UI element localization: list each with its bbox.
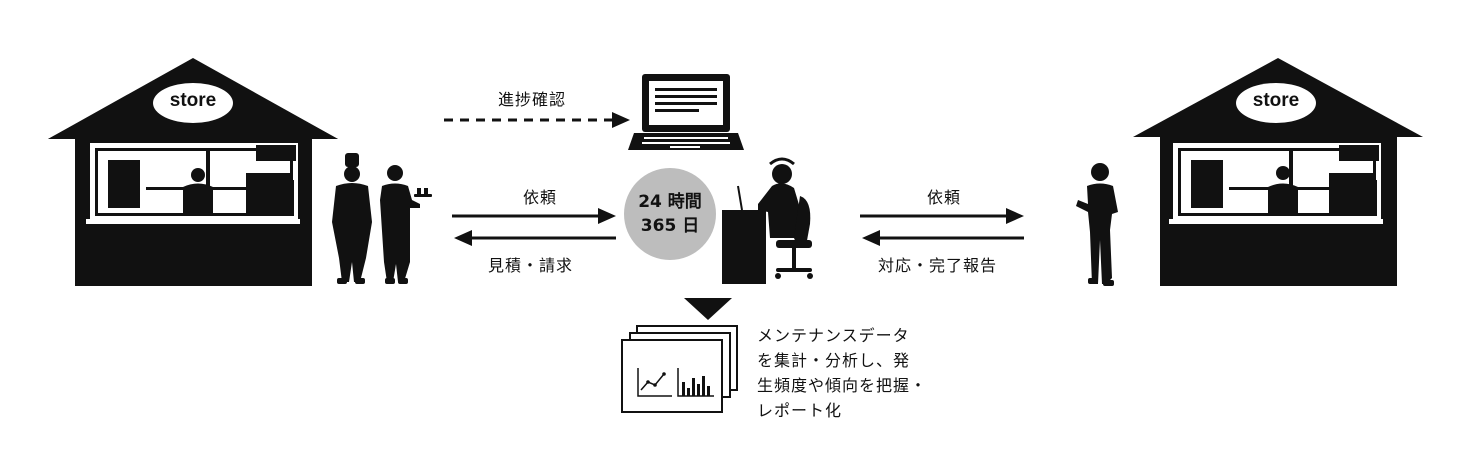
down-arrow-icon <box>684 298 732 320</box>
report-line: を集計・分析し、発 <box>757 351 911 370</box>
report-document-icon <box>621 325 738 413</box>
support-hours-circle <box>624 168 716 260</box>
request-left-label: 依頼 <box>522 188 557 207</box>
right-store-icon <box>1133 58 1423 286</box>
support-days-line2: 365 日 <box>640 216 700 236</box>
request-right-arrow <box>860 208 1024 224</box>
support-hours-line1: 24 時間 <box>638 192 702 212</box>
response-report-label: 対応・完了報告 <box>878 256 998 275</box>
estimate-invoice-label: 見積・請求 <box>488 256 574 275</box>
request-left-arrow <box>452 208 616 224</box>
operator-icon <box>722 157 813 284</box>
report-line: 生頻度や傾向を把握・ <box>757 376 928 395</box>
progress-check-label: 進捗確認 <box>498 90 567 109</box>
laptop-icon <box>628 74 744 150</box>
left-store-icon <box>48 58 338 286</box>
left-store-sign: store <box>169 90 217 111</box>
report-line: レポート化 <box>757 401 843 420</box>
report-description: メンテナンスデータ を集計・分析し、発 生頻度や傾向を把握・ レポート化 <box>757 323 927 423</box>
estimate-invoice-arrow <box>454 230 616 246</box>
progress-check-arrow <box>444 112 630 128</box>
technician-icon <box>1076 163 1118 286</box>
waiter-icon <box>380 165 432 284</box>
right-store-sign: store <box>1252 90 1300 111</box>
response-report-arrow <box>862 230 1024 246</box>
chef-icon <box>332 153 372 284</box>
report-line: メンテナンスデータ <box>757 326 910 345</box>
request-right-label: 依頼 <box>926 188 961 207</box>
